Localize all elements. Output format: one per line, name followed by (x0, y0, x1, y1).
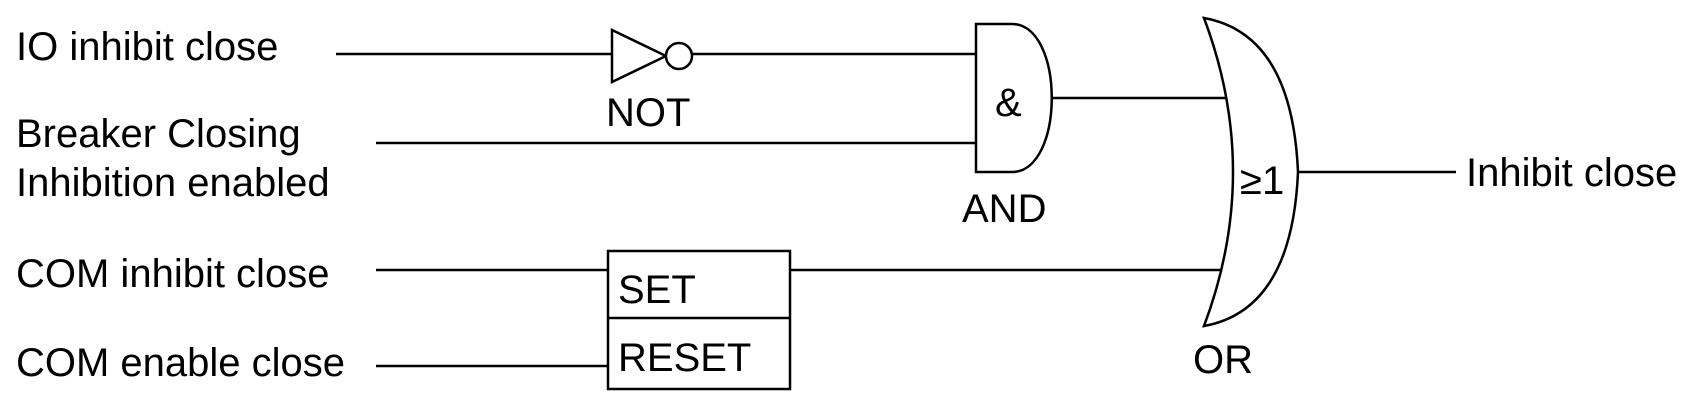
and-gate-body (974, 22, 1053, 174)
input-label-com-enable-close: COM enable close (16, 341, 345, 385)
input-label-breaker-closing-line1: Breaker Closing (16, 112, 301, 156)
not-gate-bubble (664, 41, 694, 71)
input-label-breaker-closing-line2: Inhibition enabled (16, 161, 330, 205)
input-label-com-inhibit-close: COM inhibit close (16, 252, 329, 296)
not-gate-label: NOT (606, 91, 690, 135)
and-gate-label: AND (962, 187, 1046, 231)
flipflop-set-label: SET (618, 268, 696, 312)
not-gate-triangle (610, 28, 669, 84)
or-gate-symbol: ≥1 (1240, 159, 1284, 203)
or-gate-body (1202, 16, 1300, 328)
or-gate-label: OR (1193, 338, 1253, 382)
flipflop-reset-label: RESET (618, 336, 751, 380)
and-gate-symbol: & (995, 81, 1022, 125)
output-label-inhibit-close: Inhibit close (1466, 151, 1677, 195)
flipflop-box (606, 249, 792, 391)
input-label-io-inhibit-close: IO inhibit close (16, 25, 278, 69)
